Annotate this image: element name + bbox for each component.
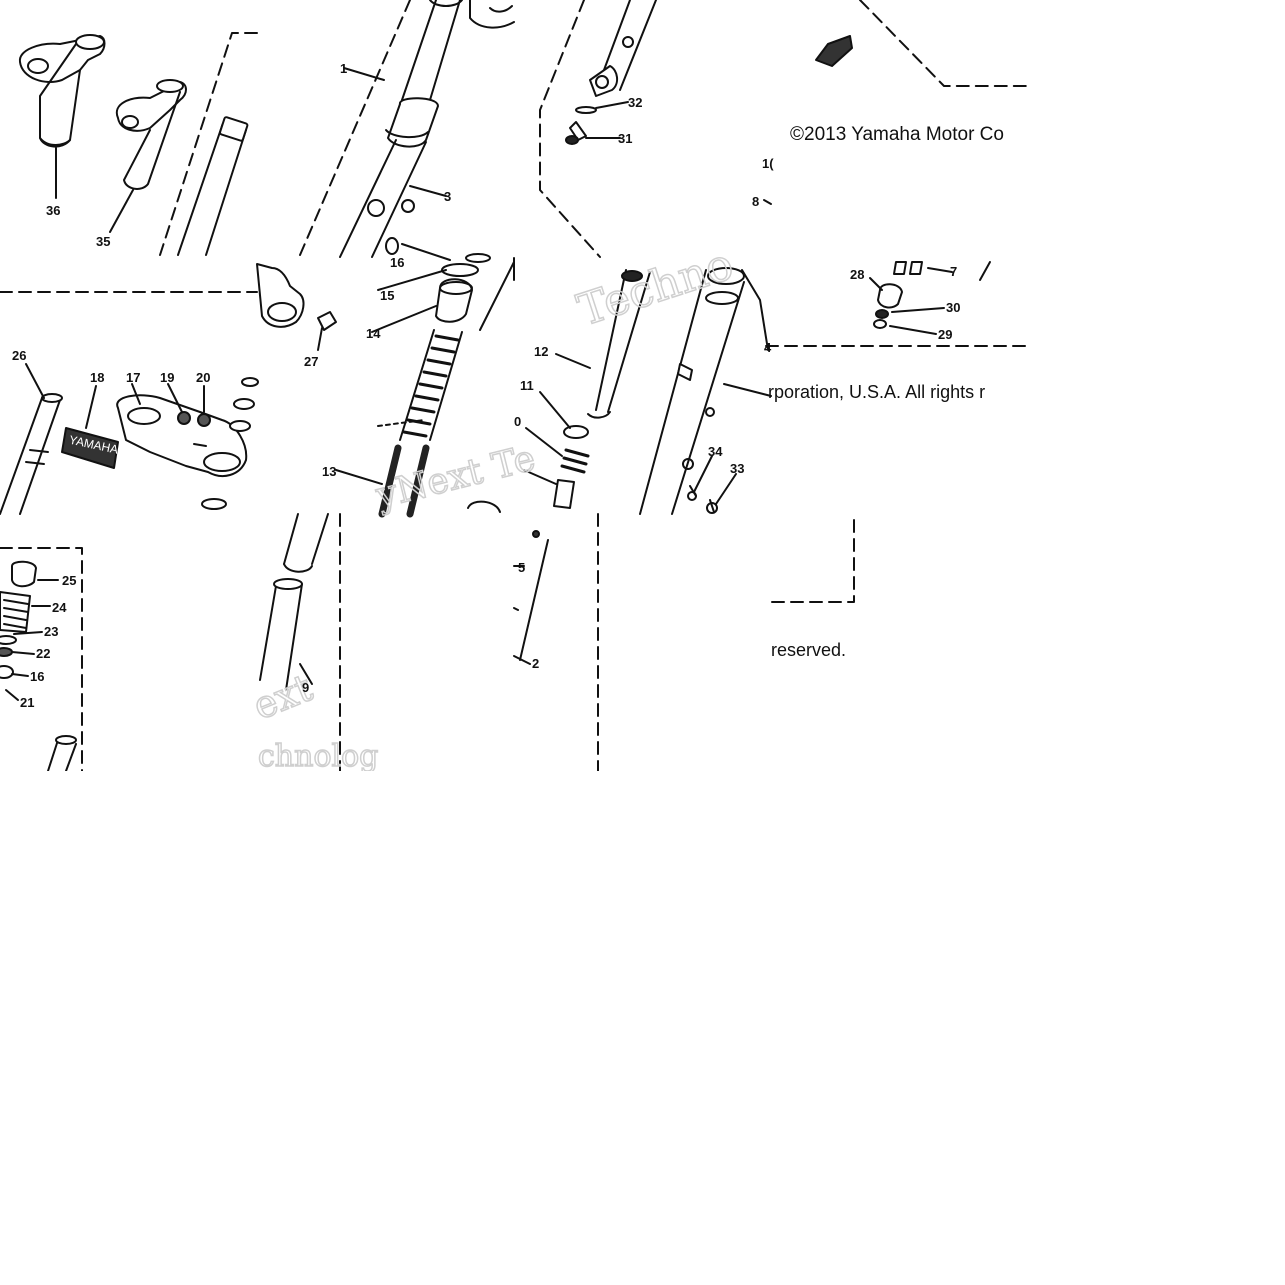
callout-2: 2 [532,656,539,671]
watermark-fragment-5: chnolog [258,739,378,774]
callout-20: 20 [196,370,210,385]
callout-9: 9 [302,680,309,695]
upper-bracket-assembly: YAMAHA [0,291,259,515]
callout-3: 3 [444,189,451,204]
callout-25: 25 [62,573,76,588]
under-bracket-and-steering-shaft [256,243,515,518]
callout-15: 15 [380,288,394,303]
upper-right-region [763,0,1029,205]
fork-internals-and-outer-tube [513,257,772,515]
callout-12: 12 [534,344,548,359]
callout-34: 34 [708,444,723,459]
callout-16-upper: 16 [390,255,404,270]
callout-7: 7 [950,264,957,279]
copyright-line-part1: ©2013 Yamaha Motor Co [790,124,1004,145]
damper-rod-parts [0,547,83,772]
callout-33: 33 [730,461,744,476]
callout-24: 24 [52,600,67,615]
empty-area-right [1028,0,1285,771]
watermark-fragment-1: Techno [572,239,740,337]
callout-10: 0 [514,414,521,429]
copyright-line-part3: reserved. [771,640,847,660]
callout-36: 36 [46,203,60,218]
callout-11: 11 [520,378,534,393]
callout-5: 5 [518,560,525,575]
callout-27: 27 [304,354,318,369]
inner-tube-lower [259,513,341,772]
callout-32: 32 [628,95,642,110]
callout-19: 19 [160,370,174,385]
callout-35: 35 [96,234,110,249]
callout-1: 1 [340,61,347,76]
callout-22: 22 [36,646,50,661]
callout-21: 21 [20,695,34,710]
empty-area-mid [857,514,1028,771]
callout-16-lower: 16 [30,669,44,684]
callout-29: 29 [938,327,952,342]
callout-8: 8 [752,194,759,209]
empty-area-bottom [0,771,1285,1285]
callout-30: 30 [946,300,960,315]
cap-bolts-region [765,261,1029,347]
callout-28: 28 [850,267,864,282]
outer-tube-lower-and-frame [513,513,855,772]
callout-26: 26 [12,348,26,363]
callout-31: 31 [618,131,632,146]
fork-inner-tube-upper [299,0,515,258]
fork-outer-tube-top [539,0,657,258]
callout-16-partial: 1( [762,156,774,171]
callout-14: 14 [366,326,381,341]
copyright-line-part2: rporation, U.S.A. All rights r [768,382,986,402]
callout-13: 13 [322,464,336,479]
headlight-brackets [18,32,258,256]
callout-4: 4 [764,340,772,355]
callout-18: 18 [90,370,104,385]
callout-numbers: 1 2 3 4 5 7 8 9 0 11 12 13 14 15 16 16 1… [12,61,960,710]
callout-23: 23 [44,624,58,639]
callout-17: 17 [126,370,140,385]
